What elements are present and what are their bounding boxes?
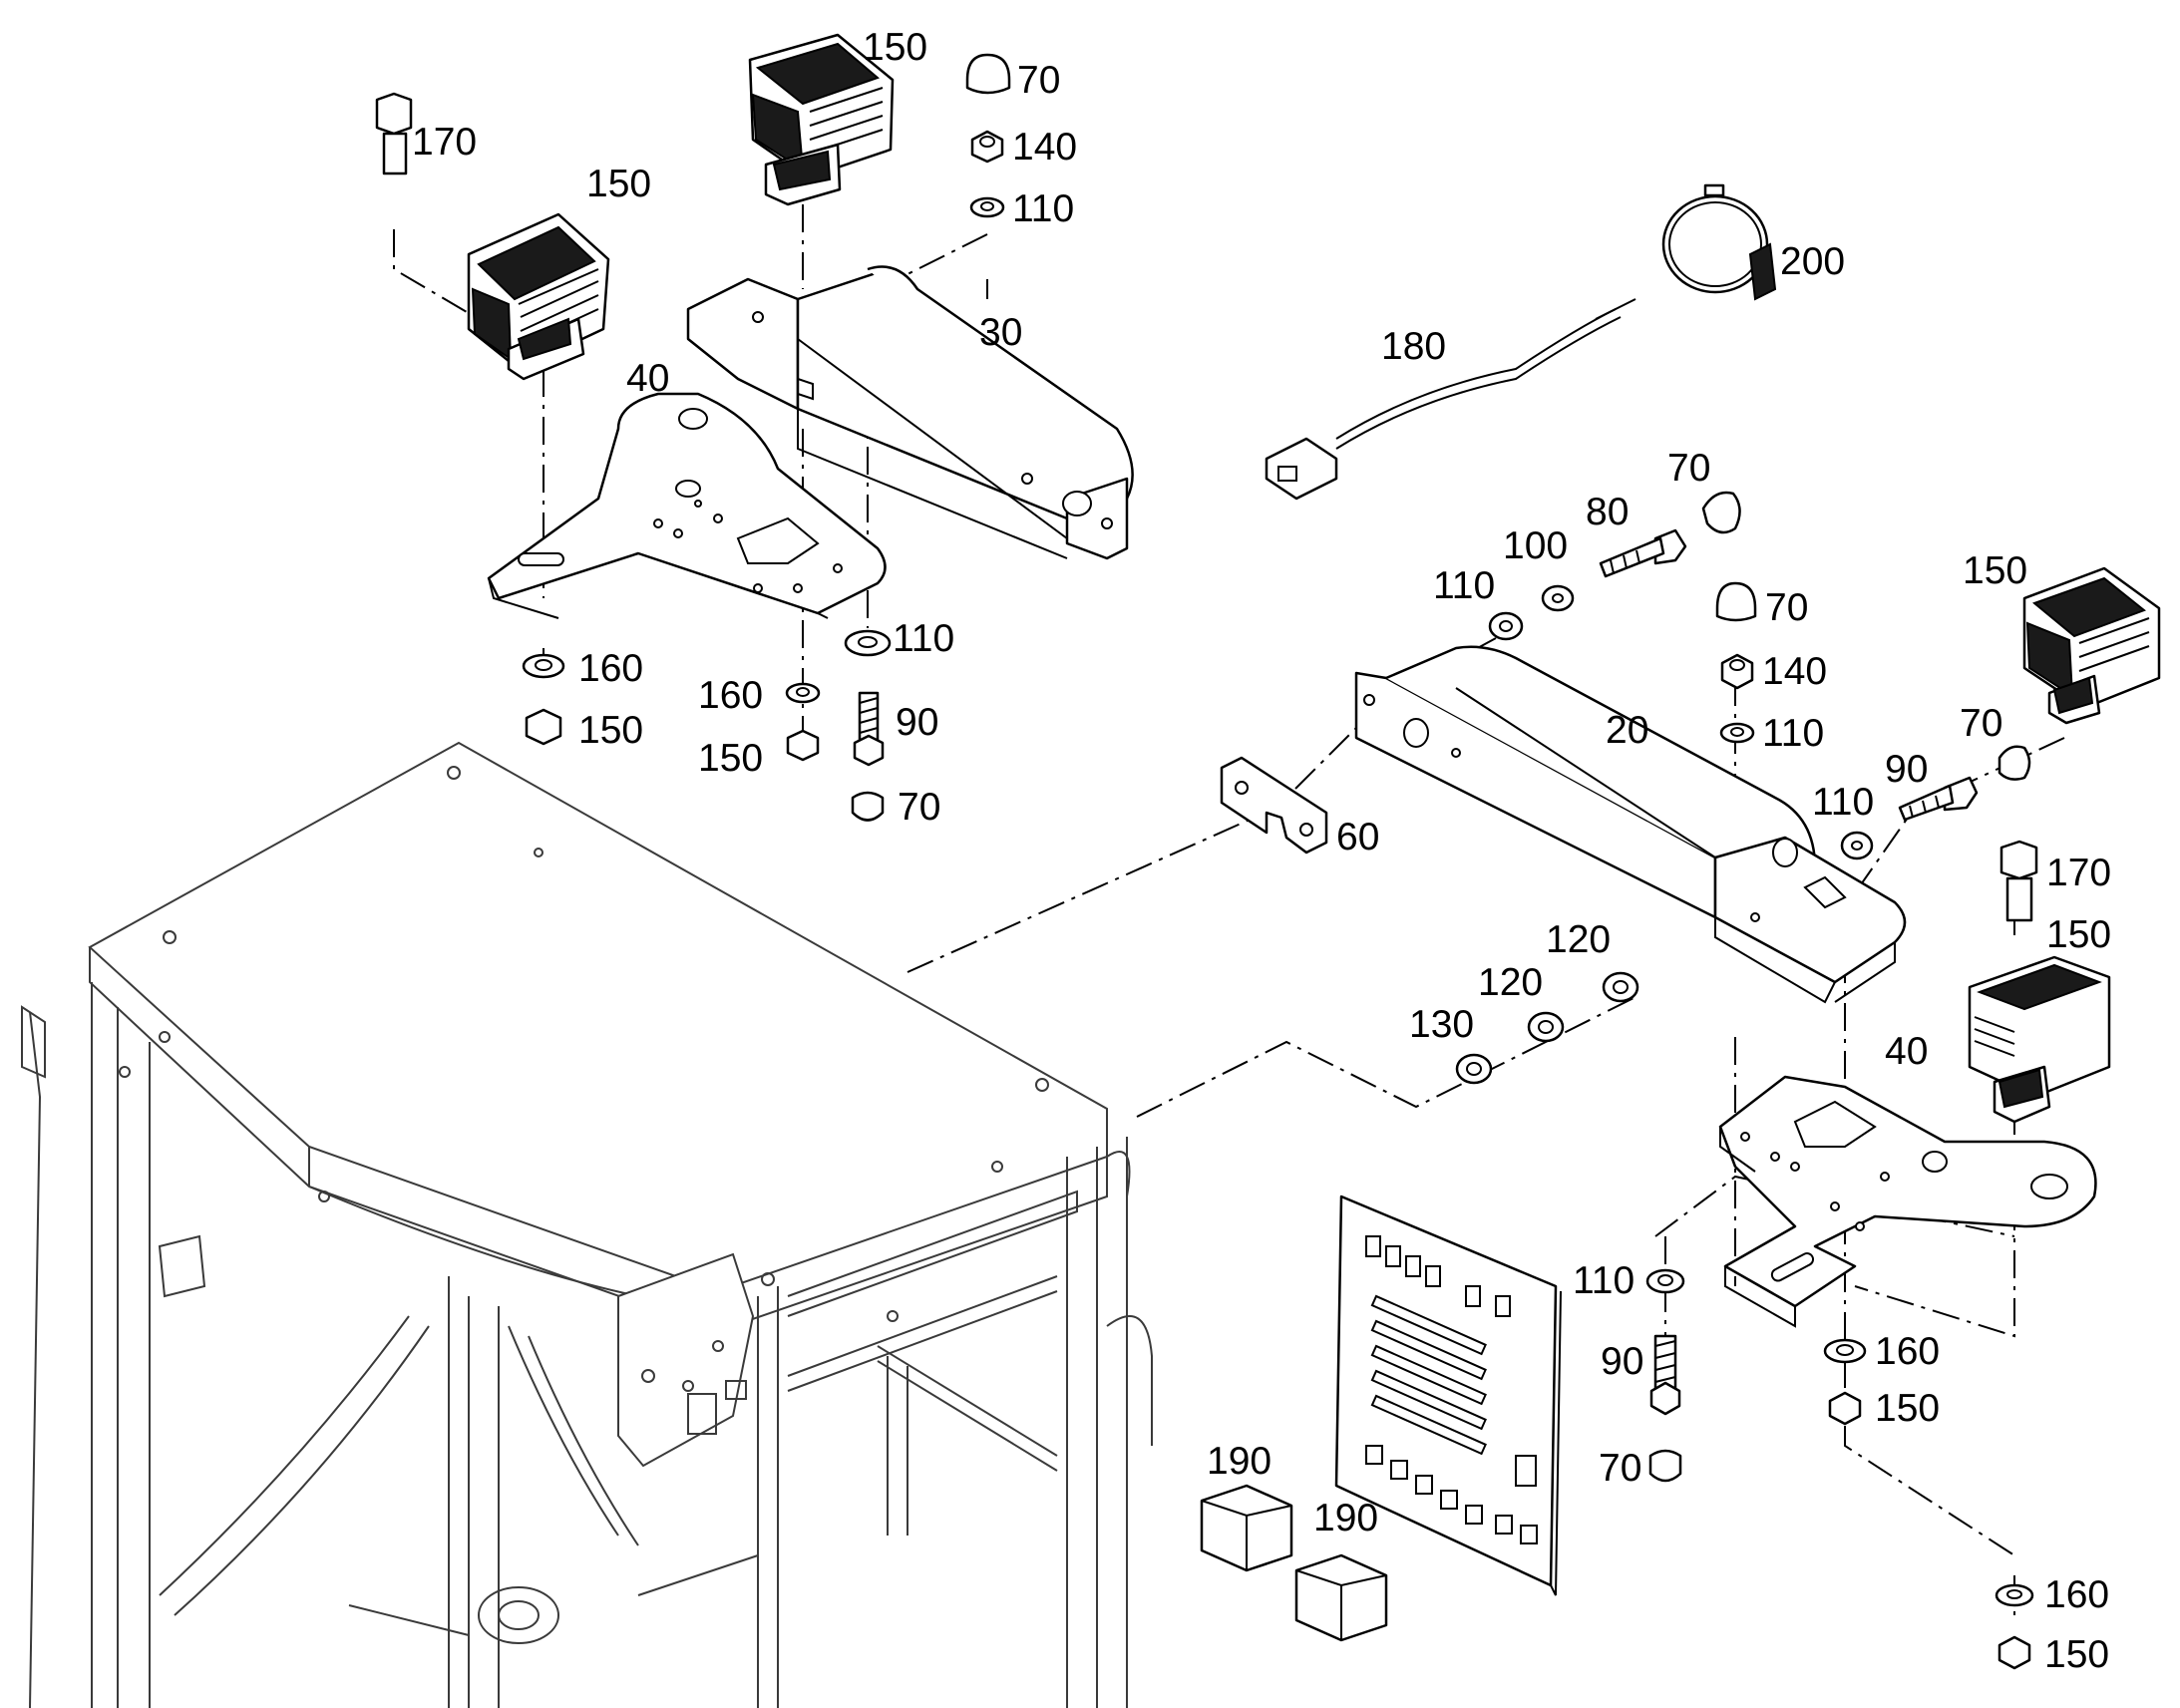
cab-roof-illustration [21,741,1153,1708]
callout-labels: 150 70 140 110 170 150 30 40 180 200 70 … [412,26,2111,1676]
callout-150: 150 [2046,913,2111,956]
callout-20: 20 [1606,709,1648,752]
callout-150: 150 [2044,1633,2109,1676]
bracket-30 [686,265,1134,560]
fasteners-right-upper [1488,491,1741,641]
callout-150: 150 [698,737,763,780]
wiring-harness-180 [1265,298,1636,501]
callout-120: 120 [1478,961,1543,1004]
callout-120: 120 [1546,918,1611,961]
callout-110: 110 [893,617,954,660]
callout-110: 110 [1433,564,1495,607]
fasteners-top-stack [965,53,1011,218]
mounting-plate-40-left [487,392,887,619]
fasteners-right-stack [1715,581,1757,744]
shim-plate-60 [1220,756,1328,854]
callout-80: 80 [1586,491,1629,533]
callout-70: 70 [1017,59,1060,102]
callout-170: 170 [2046,852,2111,894]
work-light-150-right-lower [1968,955,2111,1124]
callout-140: 140 [1012,126,1077,169]
callout-90: 90 [1601,1340,1643,1383]
callout-110: 110 [1812,781,1874,824]
callout-160: 160 [2044,1573,2109,1616]
callout-70: 70 [1599,1447,1641,1490]
work-light-150-right-top [2022,566,2161,725]
work-light-150-left [467,212,610,381]
relay-190-left [1200,1484,1293,1572]
callout-170: 170 [412,121,477,164]
callout-150: 150 [1963,549,2027,592]
callout-160: 160 [578,647,643,690]
callout-70: 70 [1667,447,1710,490]
fasteners-right-mid [1840,745,2031,860]
callout-140: 140 [1762,650,1827,693]
callout-60: 60 [1336,816,1379,858]
callout-70: 70 [898,786,940,829]
callout-150: 150 [863,26,927,69]
bolt-170-right [1999,840,2038,922]
callout-200: 200 [1780,240,1845,283]
callout-110: 110 [1012,187,1074,230]
callout-180: 180 [1381,325,1446,368]
bolt-170-left [375,92,413,175]
work-light-150-top [748,33,895,206]
relay-190-right [1294,1553,1388,1642]
callout-90: 90 [1885,748,1928,791]
callout-160: 160 [698,674,763,717]
callout-70: 70 [1960,702,2002,745]
callout-150: 150 [586,163,651,205]
control-circuit-board [1334,1195,1562,1596]
fasteners-left-plate [522,629,892,822]
fasteners-right-plate [1645,1268,2034,1670]
bracket-20 [1354,645,1907,1004]
mounting-plate-40-right [1718,1075,2097,1328]
callout-130: 130 [1409,1003,1474,1046]
callout-160: 160 [1875,1330,1940,1373]
washers-120-130 [1455,971,1639,1085]
callout-190: 190 [1207,1440,1272,1483]
callout-110: 110 [1762,712,1824,755]
callout-100: 100 [1503,524,1568,567]
callout-40: 40 [1885,1030,1928,1073]
callout-90: 90 [896,701,938,744]
callout-150: 150 [1875,1387,1940,1430]
callout-30: 30 [979,311,1022,354]
callout-110: 110 [1573,1259,1635,1302]
callout-150: 150 [578,709,643,752]
callout-70: 70 [1765,586,1808,629]
hose-clamp-200 [1661,183,1777,301]
callout-40: 40 [626,357,669,400]
callout-190: 190 [1313,1497,1378,1539]
